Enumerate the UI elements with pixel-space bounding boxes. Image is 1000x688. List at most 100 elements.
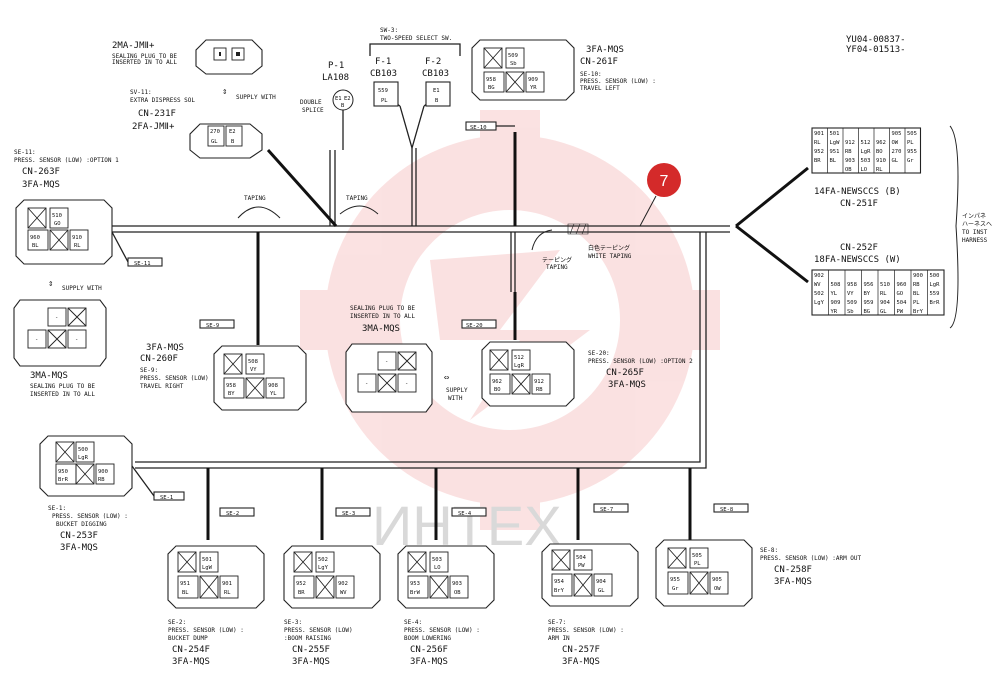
plug-note-1: SEALING PLUG TO BE (112, 53, 177, 60)
plug-3ma-mid: SEALING PLUG TO BE INSERTED IN TO ALL 3M… (345, 305, 468, 413)
cn252-pin: RL (880, 291, 887, 297)
cn252-pin: 502 (814, 291, 824, 297)
cn252-pin: 508 (831, 282, 841, 288)
se1-pin-5: 900 (98, 469, 108, 475)
se11b-dash-3: - (75, 337, 78, 343)
se20-pin-1: 512 (514, 355, 524, 361)
p1-id: P-1 (328, 61, 344, 71)
sw3-cb1: CB103 (370, 69, 397, 79)
cn251-pin: OB (845, 167, 852, 173)
se10-pin-6: YR (530, 85, 537, 91)
mid-arrow: ⇔ (444, 373, 450, 383)
cn251-pin: LO (861, 167, 868, 173)
se9-desc-1: SE-9: (140, 367, 158, 374)
cn251-pin: 505 (907, 131, 917, 137)
cn252-pin: 959 (864, 300, 874, 306)
taping-1: TAPING (244, 195, 266, 202)
cn251-pin: RL (814, 140, 821, 146)
cn252-pin: VY (847, 291, 854, 297)
se10-desc-2: PRESS. SENSOR (LOW) : (580, 78, 656, 85)
taping-notes: TAPING TAPING テーピング TAPING 白色テーピング WHITE… (237, 195, 632, 271)
se11-pin-2: GO (54, 221, 61, 227)
sw3-cb2: CB103 (422, 69, 449, 79)
se8-pin-5: 905 (712, 577, 722, 583)
se8-pin-4: Gr (672, 586, 679, 592)
mid-supply-2: WITH (448, 395, 463, 402)
se11b-supply: SUPPLY WITH (62, 285, 102, 292)
se7-pin-5: 904 (596, 579, 607, 585)
connector-se20: SE-20 512 LgR 962 BO 912 RB SE-20: PRESS… (461, 319, 693, 407)
se3-desc-1: SE-3: (284, 619, 302, 626)
se20-pin-6: RB (536, 387, 543, 393)
se7-desc-2: PRESS. SENSOR (LOW) : (548, 627, 624, 634)
top-left-plug: 2MA-JMⅡ+ SEALING PLUG TO BE INSERTED IN … (112, 39, 276, 159)
cn251-pin: GL (892, 158, 899, 164)
sw3-f1: F-1 (375, 57, 391, 67)
se8-cn: CN-258F (774, 565, 812, 575)
p1-note-2: SPLICE (302, 107, 324, 114)
cn252-pin: 902 (814, 273, 824, 279)
cn251-pin: BO (876, 149, 883, 155)
se2-desc-3: BUCKET DUMP (168, 635, 208, 642)
se4-desc-1: SE-4: (404, 619, 422, 626)
se11b-note-2: INSERTED IN TO ALL (30, 391, 95, 398)
se8-desc-1: SE-8: (760, 547, 778, 554)
doc-ref-1: YU04-00837- (846, 35, 906, 45)
se3-type: 3FA-MQS (292, 657, 330, 667)
sv11-pin-3: GL (211, 139, 218, 145)
mid-supply-1: SUPPLY (446, 387, 468, 394)
p1-type: LA108 (322, 73, 349, 83)
cn251-pin: 951 (830, 149, 840, 155)
se11-pin-5: 910 (72, 235, 82, 241)
se10-pin-3: 958 (486, 77, 496, 83)
se7-pin-4: BrY (554, 588, 565, 594)
connector-se10: 509 Sb 958 BG 909 YR SE-10 3FA-MQS CN-26… (465, 39, 656, 131)
cn251-pin: Gr (907, 158, 914, 164)
connector-se4: SE-4 503 LO 953 BrW 903 OB SE-4: PRESS. … (397, 507, 495, 667)
taping-3: TAPING (546, 264, 568, 271)
cn251-pin: 905 (892, 131, 902, 137)
se1-pin-2: LgR (78, 455, 89, 461)
callout-badge[interactable]: 7 (639, 163, 681, 227)
white-taping: WHITE TAPING (588, 253, 632, 260)
cn251-type: 14FA-NEWSCCS (B) (814, 187, 901, 197)
se3-pin-3: 952 (296, 581, 306, 587)
se1-pin-4: BrR (58, 477, 69, 483)
se2-tag: SE-2 (226, 511, 239, 517)
white-taping-jp: 白色テーピング (588, 244, 630, 252)
se7-pin-2: PW (578, 563, 585, 569)
se3-pin-5: 902 (338, 581, 348, 587)
se11b-arrow: ⇕ (48, 279, 53, 289)
sw3-desc: TWO-SPEED SELECT SW. (380, 35, 452, 42)
se10-pin-4: BG (488, 85, 495, 91)
se7-cn: CN-257F (562, 645, 600, 655)
se11b-type: 3MA-MQS (30, 371, 68, 381)
cn252-pin: 509 (847, 300, 857, 306)
se8-pin-3: 955 (670, 577, 680, 583)
se11-desc-2: PRESS. SENSOR (LOW) :OPTION 1 (14, 157, 119, 164)
se20-pin-2: LgR (514, 363, 525, 369)
sv11-pin-1: 270 (210, 129, 220, 135)
se10-pin-2: Sb (510, 61, 517, 67)
se4-type: 3FA-MQS (410, 657, 448, 667)
mid-note-1: SEALING PLUG TO BE (350, 305, 415, 312)
cn252-pin: 510 (880, 282, 890, 288)
sv11-label: SV-11: (130, 89, 152, 96)
se7-type: 3FA-MQS (562, 657, 600, 667)
mid-type: 3MA-MQS (362, 324, 400, 334)
cn252-pin: 500 (930, 273, 940, 279)
cn252-pin: 904 (880, 300, 891, 306)
p1-pin-3: B (341, 103, 345, 109)
cn251-pin: BL (830, 158, 837, 164)
se20-type: 3FA-MQS (608, 380, 646, 390)
se2-pin-2: LgW (202, 565, 213, 571)
se8-desc-2: PRESS. SENSOR (LOW) :ARM OUT (760, 555, 862, 562)
se7-desc-1: SE-7: (548, 619, 566, 626)
se2-pin-4: BL (182, 590, 189, 596)
se11-pin-6: RL (74, 243, 81, 249)
cn252-pin: 559 (930, 291, 940, 297)
sw3-label: SW-3: (380, 27, 398, 34)
p1-pin-2: E2 (344, 96, 351, 102)
cn251-pin: 512 (861, 140, 871, 146)
